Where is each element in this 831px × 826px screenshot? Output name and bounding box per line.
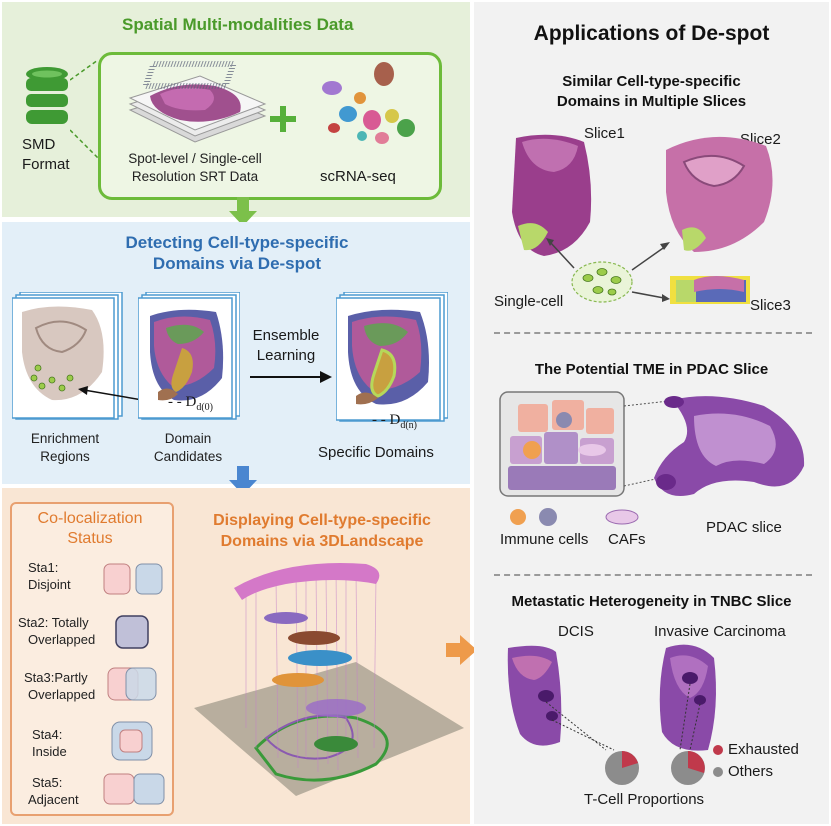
enrichment-label-line1: Enrichment bbox=[30, 431, 100, 446]
sec1-title-line2: Domains in Multiple Slices bbox=[556, 93, 747, 110]
display-title-line1: Displaying Cell-type-specific bbox=[213, 512, 431, 529]
sta3-label-line1: Sta3:Partly bbox=[24, 670, 88, 685]
enrichment-regions-image bbox=[12, 292, 123, 420]
divider-2 bbox=[494, 574, 812, 576]
down-arrow-blue bbox=[229, 466, 257, 495]
others-legend-dot bbox=[713, 767, 723, 777]
immune-label: Immune cells bbox=[500, 531, 589, 548]
umap-scatter-image bbox=[322, 62, 415, 144]
sec1-title-line1: Similar Cell-type-specific bbox=[562, 73, 741, 90]
coloc-title-line2: Status bbox=[67, 530, 113, 547]
domain-candidates-image bbox=[138, 292, 240, 420]
sta4-inside-icon bbox=[111, 721, 153, 761]
sta5-label-line2: Adjacent bbox=[28, 792, 79, 807]
dcis-pie bbox=[605, 751, 639, 785]
cafs-label: CAFs bbox=[608, 531, 646, 548]
tnbc-image bbox=[507, 644, 716, 751]
display-title-line2: Domains via 3DLandscape bbox=[220, 533, 424, 550]
dcis-label: DCIS bbox=[558, 623, 594, 640]
smd-panel: Spatial Multi-modalities Data SMD Format… bbox=[2, 2, 470, 217]
exhausted-label: Exhausted bbox=[728, 741, 799, 758]
sta5-label-line1: Sta5: bbox=[32, 775, 63, 790]
domain-label-line2: Candidates bbox=[153, 449, 223, 464]
invasive-label: Invasive Carcinoma bbox=[654, 623, 786, 640]
ddn-label: - - Dd(n) bbox=[372, 412, 418, 431]
slice1-label: Slice1 bbox=[584, 125, 625, 142]
database-icon bbox=[26, 67, 68, 124]
scrna-label: scRNA-seq bbox=[320, 168, 396, 185]
domain-label-line1: Domain bbox=[164, 431, 212, 446]
sta2-overlapped-icon bbox=[115, 615, 149, 649]
colocalization-box bbox=[10, 502, 174, 816]
divider-1 bbox=[494, 332, 812, 334]
tcell-label: T-Cell Proportions bbox=[584, 791, 705, 808]
sec3-title: Metastatic Heterogeneity in TNBC Slice bbox=[511, 593, 792, 610]
right-arrow bbox=[250, 371, 332, 383]
smd-connector bbox=[70, 60, 99, 159]
slice3-label: Slice3 bbox=[750, 297, 791, 314]
sec2-title: The Potential TME in PDAC Slice bbox=[534, 361, 769, 378]
ensemble-label-line2: Learning bbox=[256, 347, 316, 364]
dd0-label: - - Dd(0) bbox=[168, 394, 214, 413]
sta5-adjacent-icon bbox=[103, 773, 165, 805]
sta1-label-line2: Disjoint bbox=[28, 577, 71, 592]
exhausted-legend-dot bbox=[713, 745, 723, 755]
sta2-label-line2: Overlapped bbox=[28, 632, 96, 647]
detect-title-line2: Domains via De-spot bbox=[152, 254, 322, 273]
enrichment-label-line2: Regions bbox=[40, 449, 90, 464]
ensemble-label-line1: Ensemble bbox=[252, 327, 320, 344]
sta4-label-line1: Sta4: bbox=[32, 727, 63, 742]
sta3-partly-overlapped-icon bbox=[107, 667, 157, 701]
detect-panel: Detecting Cell-type-specific Domains via… bbox=[2, 222, 470, 484]
down-arrow-green bbox=[229, 197, 257, 226]
sta1-disjoint-icon bbox=[103, 563, 163, 595]
sta3-label-line2: Overlapped bbox=[28, 687, 96, 702]
pdac-label: PDAC slice bbox=[706, 519, 782, 536]
right-arrow-orange bbox=[446, 635, 477, 665]
smd-format-line2: Format bbox=[22, 156, 70, 173]
applications-panel: Applications of De-spot Similar Cell-typ… bbox=[474, 2, 829, 824]
sta4-label-line2: Inside bbox=[32, 744, 67, 759]
plus-icon bbox=[270, 106, 296, 132]
display-panel: Co-localization Status Sta1: Disjoint St… bbox=[2, 488, 470, 824]
specific-domains-image bbox=[336, 292, 448, 422]
smd-title: Spatial Multi-modalities Data bbox=[122, 15, 354, 34]
pdac-image bbox=[499, 391, 805, 497]
srt-slide-image bbox=[128, 61, 267, 143]
srt-label-line2: Resolution SRT Data bbox=[131, 169, 259, 184]
landscape-3d-image bbox=[194, 563, 464, 796]
immune-cell-icons bbox=[510, 508, 639, 526]
smd-format-line1: SMD bbox=[22, 136, 56, 153]
coloc-title-line1: Co-localization bbox=[37, 510, 143, 527]
sta1-label-line1: Sta1: bbox=[28, 560, 59, 575]
invasive-pie bbox=[671, 751, 705, 785]
apps-title: Applications of De-spot bbox=[533, 22, 770, 45]
specific-domains-label: Specific Domains bbox=[318, 444, 434, 461]
detect-title-line1: Detecting Cell-type-specific bbox=[125, 233, 349, 252]
sta2-label-line1: Sta2: Totally bbox=[18, 615, 89, 630]
slices-image bbox=[512, 134, 773, 304]
others-label: Others bbox=[728, 763, 774, 780]
srt-label-line1: Spot-level / Single-cell bbox=[128, 151, 262, 166]
single-cell-label: Single-cell bbox=[494, 293, 564, 310]
